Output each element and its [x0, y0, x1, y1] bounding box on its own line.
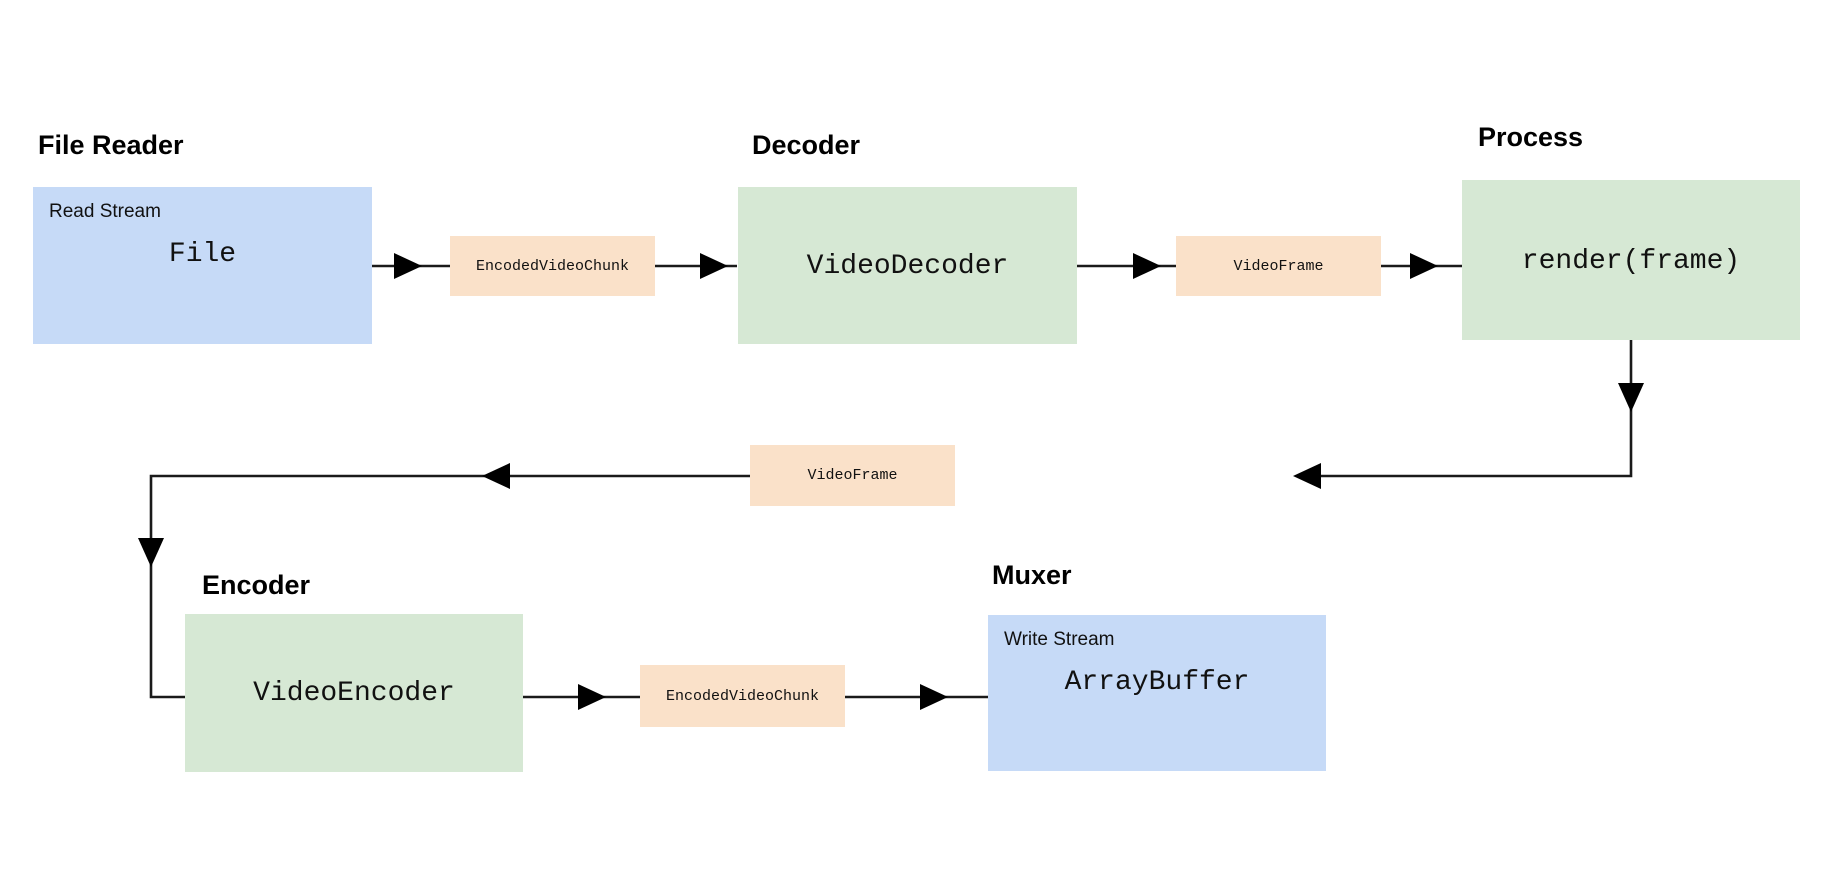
- arrow-file-to-chunk: [372, 253, 450, 279]
- section-title-file-reader: File Reader: [38, 130, 184, 160]
- arrow-chunk-to-decoder: [655, 253, 737, 279]
- arrow-process-to-frame-mid: [1293, 340, 1644, 489]
- node-video-decoder-label: VideoDecoder: [806, 251, 1009, 282]
- node-render-frame-label: render(frame): [1521, 246, 1741, 277]
- payload-label-video-frame-mid[interactable]: VideoFrame: [750, 445, 955, 506]
- node-video-encoder[interactable]: VideoEncoder: [185, 614, 523, 772]
- node-array-buffer[interactable]: Write Stream ArrayBuffer: [988, 615, 1326, 771]
- section-title-decoder: Decoder: [752, 130, 861, 160]
- arrow-encoder-to-chunk: [523, 684, 640, 710]
- payload-label-encoded-video-chunk-bottom[interactable]: EncodedVideoChunk: [640, 665, 845, 727]
- section-title-process: Process: [1478, 122, 1584, 152]
- node-file-label: File: [168, 239, 237, 270]
- node-file[interactable]: Read Stream File: [33, 187, 372, 344]
- node-render-frame[interactable]: render(frame): [1462, 180, 1800, 340]
- node-video-encoder-label: VideoEncoder: [253, 678, 455, 709]
- section-title-encoder: Encoder: [202, 570, 311, 600]
- node-array-buffer-label: ArrayBuffer: [1064, 667, 1250, 698]
- node-file-sublabel: Read Stream: [49, 201, 161, 222]
- node-video-decoder[interactable]: VideoDecoder: [738, 187, 1077, 344]
- section-title-muxer: Muxer: [992, 560, 1072, 590]
- arrow-frame-to-process: [1381, 253, 1462, 279]
- payload-label-video-frame-top[interactable]: VideoFrame: [1176, 236, 1381, 296]
- node-array-buffer-sublabel: Write Stream: [1004, 629, 1115, 650]
- arrow-decoder-to-frame: [1076, 253, 1176, 279]
- arrow-chunk-to-muxer: [845, 684, 988, 710]
- payload-label-encoded-video-chunk-top[interactable]: EncodedVideoChunk: [450, 236, 655, 296]
